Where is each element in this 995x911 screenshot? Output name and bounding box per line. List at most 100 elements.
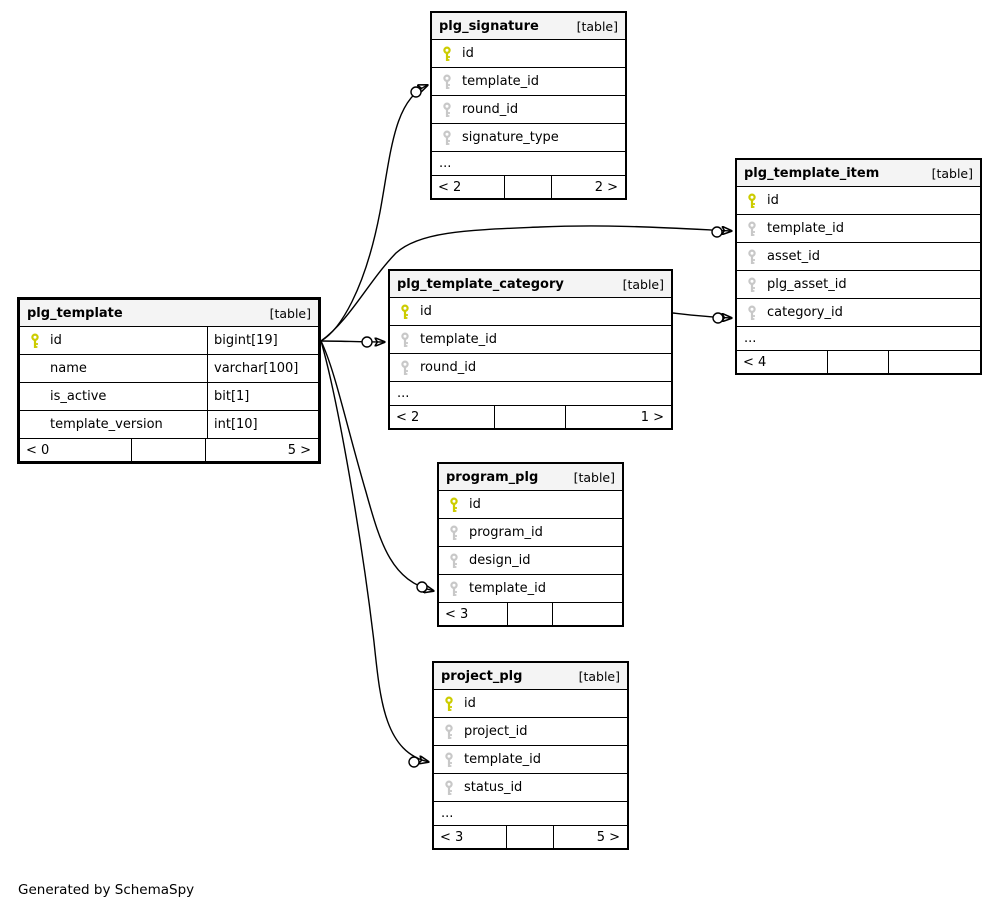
column-row-template_id: template_id bbox=[439, 575, 622, 603]
column-name: plg_asset_id bbox=[767, 277, 847, 292]
column-name: template_id bbox=[469, 581, 547, 596]
edge-plg_template-plg_signature bbox=[320, 85, 428, 342]
footer-left-degree: < 2 bbox=[438, 179, 462, 195]
foreign-key-icon bbox=[432, 96, 462, 123]
column-row-ellipsis: ... bbox=[390, 382, 671, 406]
foreign-key-icon bbox=[432, 68, 462, 95]
column-name: is_active bbox=[50, 389, 107, 404]
column-name: template_id bbox=[420, 332, 498, 347]
column-name: round_id bbox=[462, 102, 519, 117]
column-name: template_id bbox=[462, 74, 540, 89]
primary-key-icon bbox=[434, 690, 464, 717]
column-row-plg_asset_id: plg_asset_id bbox=[737, 271, 980, 299]
column-row-template_id: template_id bbox=[434, 746, 627, 774]
footer-right-degree: 1 > bbox=[640, 409, 664, 425]
footer-center-degree bbox=[494, 406, 566, 428]
column-name: project_id bbox=[464, 724, 528, 739]
edge-plg_template-program_plg bbox=[320, 340, 434, 591]
no-key-spacer bbox=[20, 355, 50, 382]
foreign-key-icon bbox=[390, 354, 420, 381]
footer-right-degree bbox=[889, 351, 980, 373]
footer-center-degree bbox=[507, 603, 553, 625]
column-name: template_id bbox=[464, 752, 542, 767]
table-plg_signature[interactable]: plg_signature[table]id template_id round_i… bbox=[430, 11, 627, 200]
column-name: signature_type bbox=[462, 130, 559, 145]
footer-center-degree bbox=[505, 826, 555, 848]
column-row-asset_id: asset_id bbox=[737, 243, 980, 271]
edge-plg_template-project_plg bbox=[320, 340, 429, 762]
table-footer: < 2 1 > bbox=[390, 406, 671, 428]
footer-right-degree bbox=[553, 603, 622, 625]
column-row-ellipsis: ... bbox=[434, 802, 627, 826]
cardinality-circle bbox=[361, 336, 373, 348]
column-name: ... bbox=[441, 806, 454, 821]
column-type: int[10] bbox=[207, 411, 318, 438]
column-row-template_id: template_id bbox=[390, 326, 671, 354]
column-name: design_id bbox=[469, 553, 531, 568]
column-name: asset_id bbox=[767, 249, 820, 264]
column-name: ... bbox=[397, 386, 410, 401]
no-key-spacer bbox=[20, 411, 50, 438]
footer-right-degree: 2 > bbox=[594, 179, 618, 195]
table-type-tag: [table] bbox=[931, 165, 973, 181]
column-name: id bbox=[767, 193, 779, 208]
table-name: plg_template bbox=[27, 305, 123, 321]
column-name: id bbox=[50, 333, 62, 348]
column-row-ellipsis: ... bbox=[737, 327, 980, 351]
table-type-tag: [table] bbox=[573, 469, 615, 485]
table-header[interactable]: project_plg[table] bbox=[434, 663, 627, 690]
table-header[interactable]: plg_signature[table] bbox=[432, 13, 625, 40]
table-header[interactable]: plg_template_category[table] bbox=[390, 271, 671, 298]
table-type-tag: [table] bbox=[578, 668, 620, 684]
footer-left-degree: < 3 bbox=[440, 829, 464, 845]
column-name: program_id bbox=[469, 525, 543, 540]
foreign-key-icon bbox=[432, 124, 462, 151]
footer-right-degree: 5 > bbox=[596, 829, 620, 845]
cardinality-circle bbox=[711, 226, 723, 238]
footer-left-degree: < 2 bbox=[396, 409, 420, 425]
table-name: plg_signature bbox=[439, 18, 539, 34]
edge-plg_template_category-plg_template_item bbox=[672, 312, 732, 318]
footer-center-degree bbox=[503, 176, 553, 198]
column-row-id: id bbox=[434, 690, 627, 718]
column-name: id bbox=[462, 46, 474, 61]
column-name: id bbox=[469, 497, 481, 512]
primary-key-icon bbox=[439, 491, 469, 518]
cardinality-circle bbox=[408, 756, 420, 768]
column-row-id: id bigint[19] bbox=[20, 327, 318, 355]
table-header[interactable]: plg_template_item[table] bbox=[737, 160, 980, 187]
footer-center-degree bbox=[130, 439, 207, 461]
column-row-signature_type: signature_type bbox=[432, 124, 625, 152]
column-row-category_id: category_id bbox=[737, 299, 980, 327]
schemaspy-credit: Generated by SchemaSpy bbox=[18, 882, 195, 898]
foreign-key-icon bbox=[439, 519, 469, 546]
column-row-design_id: design_id bbox=[439, 547, 622, 575]
foreign-key-icon bbox=[737, 271, 767, 298]
column-name: ... bbox=[744, 331, 757, 346]
column-row-ellipsis: ... bbox=[432, 152, 625, 176]
footer-left-degree: < 0 bbox=[26, 442, 50, 458]
column-name: status_id bbox=[464, 780, 523, 795]
table-header[interactable]: plg_template[table] bbox=[20, 300, 318, 327]
primary-key-icon bbox=[432, 40, 462, 67]
footer-left-degree: < 3 bbox=[445, 606, 469, 622]
table-name: plg_template_category bbox=[397, 276, 564, 292]
column-row-round_id: round_id bbox=[390, 354, 671, 382]
column-name: template_id bbox=[767, 221, 845, 236]
foreign-key-icon bbox=[390, 326, 420, 353]
column-name: round_id bbox=[420, 360, 477, 375]
column-row-project_id: project_id bbox=[434, 718, 627, 746]
foreign-key-icon bbox=[737, 243, 767, 270]
table-header[interactable]: program_plg[table] bbox=[439, 464, 622, 491]
table-project_plg[interactable]: project_plg[table]id project_id template_i… bbox=[432, 661, 629, 850]
column-type: bigint[19] bbox=[207, 327, 318, 354]
